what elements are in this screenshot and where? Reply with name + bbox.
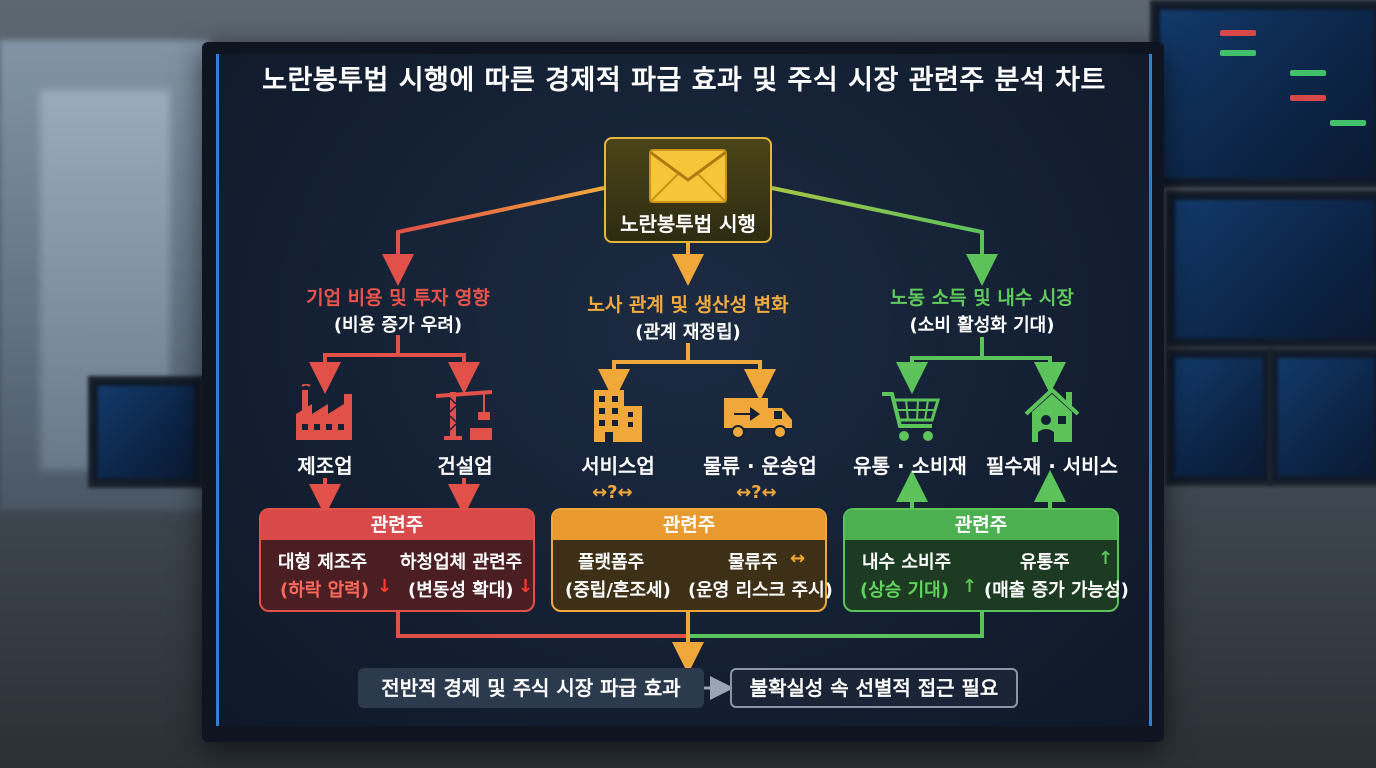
stock-box-header: 관련주 xyxy=(261,510,533,540)
node-label-construction: 건설업 xyxy=(437,454,493,478)
stock-note-neutral: (중립/혼조세) xyxy=(565,580,671,601)
branch-subtitle-income: (소비 활성화 기대) xyxy=(909,315,1055,336)
background-monitor-right xyxy=(1165,190,1376,348)
stock-name-subcontractors: 하청업체 관련주 xyxy=(400,552,523,573)
up-arrow-icon: ↑ xyxy=(962,576,978,597)
down-arrow-icon: ↓ xyxy=(377,576,393,597)
stock-name-logistics: 물류주 xyxy=(728,552,778,573)
node-label-manufacturing: 제조업 xyxy=(297,454,353,478)
ticker-green xyxy=(1220,50,1256,56)
node-label-essentials: 필수재 · 서비스 xyxy=(986,454,1118,478)
stock-name-large-manufacturers: 대형 제조주 xyxy=(278,552,368,573)
stock-name-retail: 유통주 xyxy=(1020,552,1070,573)
sideways-arrow-icon: ↔ xyxy=(790,548,806,569)
branch-title-labor-relations: 노사 관계 및 생산성 변화 xyxy=(587,294,789,316)
up-arrow-icon: ↑ xyxy=(1098,548,1114,569)
envelope-icon xyxy=(649,149,727,203)
stock-name-platform: 플랫폼주 xyxy=(578,552,645,573)
background-monitor-top-right xyxy=(1150,0,1376,188)
factory-icon xyxy=(296,384,352,440)
branch-subtitle-cost: (비용 증가 우려) xyxy=(333,315,463,336)
down-arrow-icon: ↓ xyxy=(518,576,534,597)
crane-icon xyxy=(436,390,492,440)
ticker-green xyxy=(1290,70,1326,76)
background-monitor-bottom-right xyxy=(1165,348,1273,486)
stock-box-header: 관련주 xyxy=(845,510,1117,540)
stock-name-domestic-consumer: 내수 소비주 xyxy=(862,552,952,573)
branch-title-income: 노동 소득 및 내수 시장 xyxy=(890,287,1074,309)
summary-box: 전반적 경제 및 주식 시장 파급 효과 xyxy=(358,668,704,708)
house-icon xyxy=(1024,387,1080,442)
ticker-red xyxy=(1290,95,1326,101)
conclusion-box: 불확실성 속 선별적 접근 필요 xyxy=(730,668,1018,708)
shopping-cart-icon xyxy=(882,392,941,441)
branch-title-cost: 기업 비용 및 투자 영향 xyxy=(306,287,490,309)
background-monitor-bottom-right-2 xyxy=(1268,348,1376,486)
ticker-green xyxy=(1330,120,1366,126)
stock-note-volatility: (변동성 확대) xyxy=(408,580,514,601)
stock-note-operational-risk: (운영 리스크 주시) xyxy=(688,580,833,601)
uncertainty-indicator-service: ↔?↔ xyxy=(592,482,633,503)
node-label-service: 서비스업 xyxy=(581,454,655,478)
root-label: 노란봉투법 시행 xyxy=(620,212,756,236)
stock-box-header: 관련주 xyxy=(553,510,825,540)
uncertainty-indicator-logistics: ↔?↔ xyxy=(736,482,777,503)
stock-note-downward-pressure: (하락 압력) xyxy=(280,580,369,601)
stock-box-income: 관련주 xyxy=(843,508,1119,612)
stock-box-cost: 관련주 xyxy=(259,508,535,612)
diagram-title: 노란봉투법 시행에 따른 경제적 파급 효과 및 주식 시장 관련주 분석 차트 xyxy=(262,65,1106,96)
node-label-logistics: 물류 · 운송업 xyxy=(703,454,817,478)
stock-note-sales-growth: (매출 증가 가능성) xyxy=(984,580,1129,601)
stock-note-rise-expected: (상승 기대) xyxy=(860,580,949,601)
building-icon xyxy=(594,390,642,442)
truck-icon xyxy=(724,398,792,439)
ticker-red xyxy=(1220,30,1256,36)
branch-subtitle-labor-relations: (관계 재정립) xyxy=(635,322,741,343)
stock-box-labor-relations: 관련주 xyxy=(551,508,827,612)
node-label-retail: 유통 · 소비재 xyxy=(853,454,967,478)
